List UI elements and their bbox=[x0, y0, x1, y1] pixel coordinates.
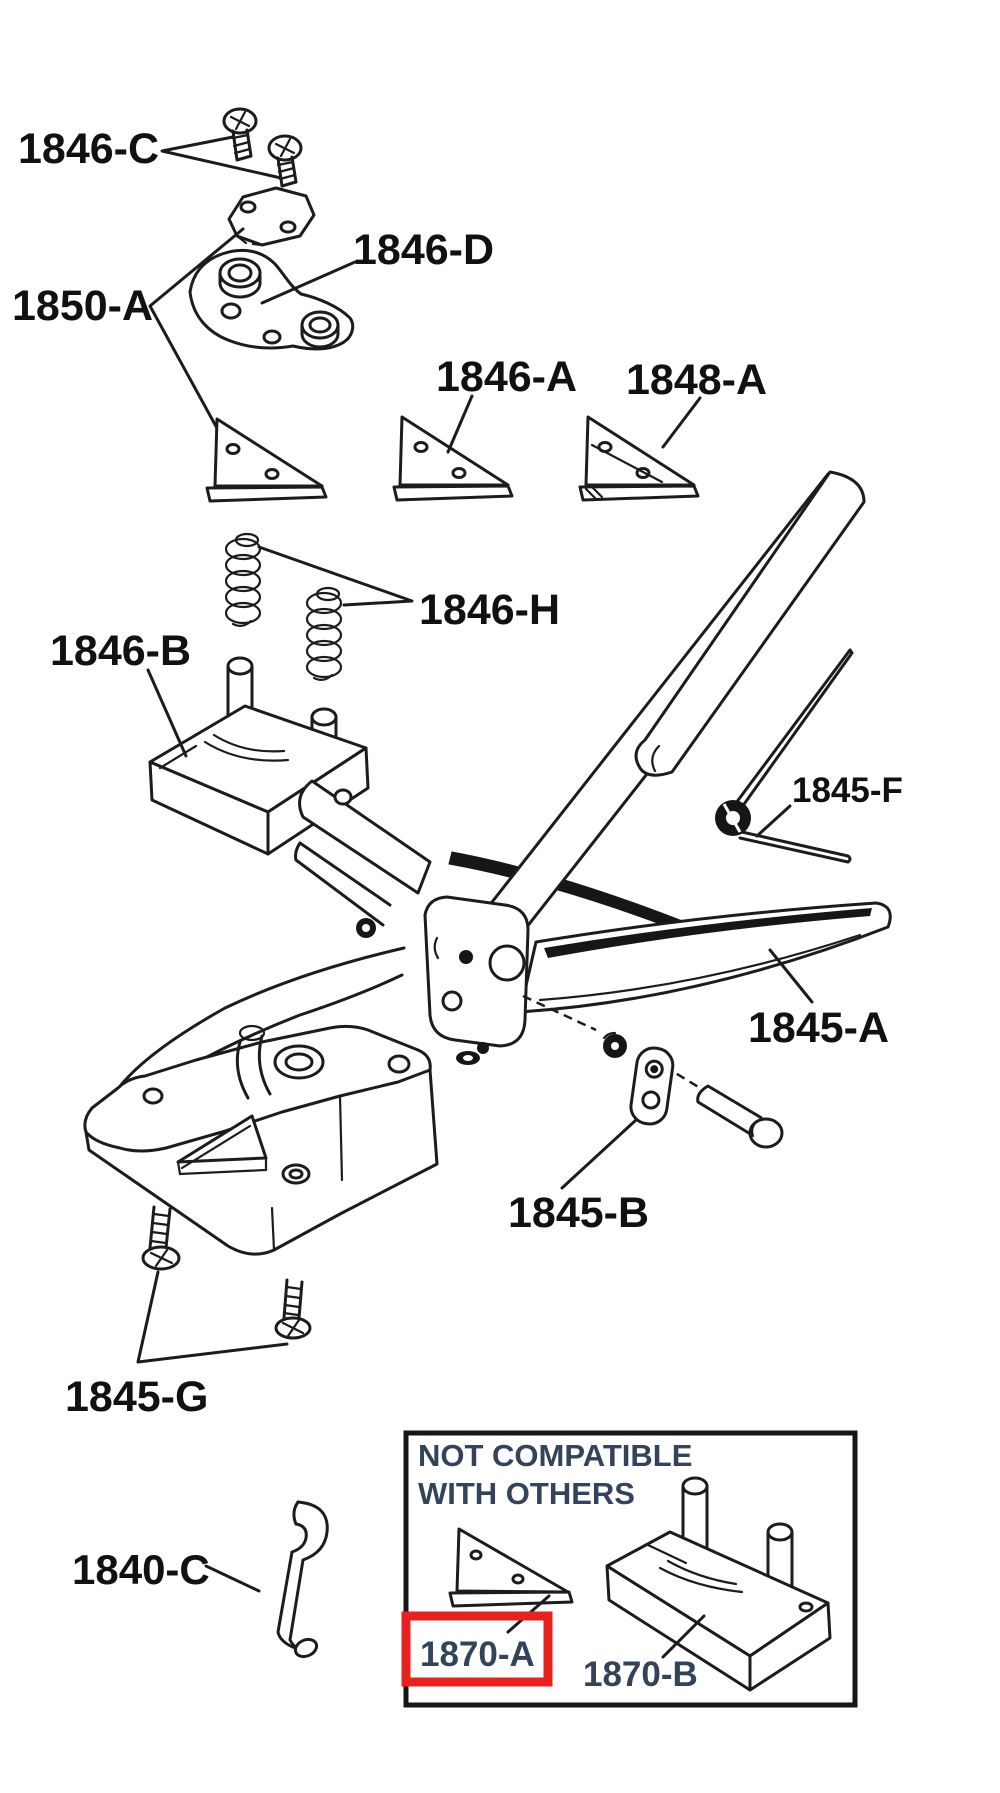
part-label-1870-b: 1870-B bbox=[583, 1655, 698, 1694]
compat-box-title-line2: WITH OTHERS bbox=[418, 1476, 635, 1511]
selection-highlight-box bbox=[401, 1611, 553, 1687]
part-label-1848-a: 1848-A bbox=[626, 356, 767, 404]
part-label-1850-a: 1850-A bbox=[12, 282, 153, 330]
leader-1845-g bbox=[136, 1270, 289, 1364]
part-label-1845-f: 1845-F bbox=[792, 771, 903, 810]
part-label-1846-d: 1846-D bbox=[353, 226, 494, 274]
compat-box-title-line1: NOT COMPATIBLE bbox=[418, 1438, 692, 1473]
leader-1845-a bbox=[768, 948, 814, 1004]
leader-1840-c bbox=[204, 1564, 261, 1593]
part-label-1845-g: 1845-G bbox=[65, 1373, 208, 1421]
part-label-1846-a: 1846-A bbox=[436, 353, 577, 401]
leader-1850-a bbox=[148, 227, 245, 432]
spring-pair-1846-h-drawing bbox=[224, 532, 343, 682]
punch-tool-1845-a-drawing bbox=[83, 470, 892, 1340]
leader-1846-a bbox=[446, 394, 474, 454]
hook-1840-c-drawing bbox=[276, 1500, 329, 1659]
die-block-1870-b-drawing bbox=[605, 1476, 832, 1692]
leader-1846-c bbox=[160, 135, 283, 180]
blade-1846-a-drawing bbox=[392, 415, 514, 502]
part-label-1846-b: 1846-B bbox=[50, 627, 191, 675]
leader-1845-f bbox=[755, 804, 792, 838]
blade-1870-a-drawing bbox=[448, 1527, 574, 1608]
washer-link-pin-drawing bbox=[522, 994, 784, 1149]
blade-1850-a-drawing bbox=[205, 417, 328, 503]
leader-1870-b bbox=[661, 1614, 706, 1659]
part-label-1840-c: 1840-C bbox=[72, 1546, 210, 1593]
part-label-1870-a: 1870-A bbox=[420, 1635, 535, 1674]
part-label-1846-h: 1846-H bbox=[419, 586, 560, 634]
leader-1846-d bbox=[260, 260, 357, 305]
compat-box-border bbox=[403, 1430, 858, 1708]
highlighted-part-label-1870-a[interactable]: 1870-A bbox=[401, 1611, 553, 1687]
cam-plate-drawing bbox=[227, 186, 316, 247]
leader-1846-h bbox=[257, 545, 414, 607]
part-label-1845-b: 1845-B bbox=[508, 1189, 649, 1237]
leader-1848-a bbox=[661, 396, 702, 449]
part-label-1845-a: 1845-A bbox=[748, 1004, 889, 1052]
blade-1848-a-drawing bbox=[578, 415, 700, 502]
leader-1846-b bbox=[146, 668, 188, 758]
part-label-1846-c: 1846-C bbox=[18, 125, 159, 173]
leader-1845-b bbox=[560, 1118, 638, 1190]
